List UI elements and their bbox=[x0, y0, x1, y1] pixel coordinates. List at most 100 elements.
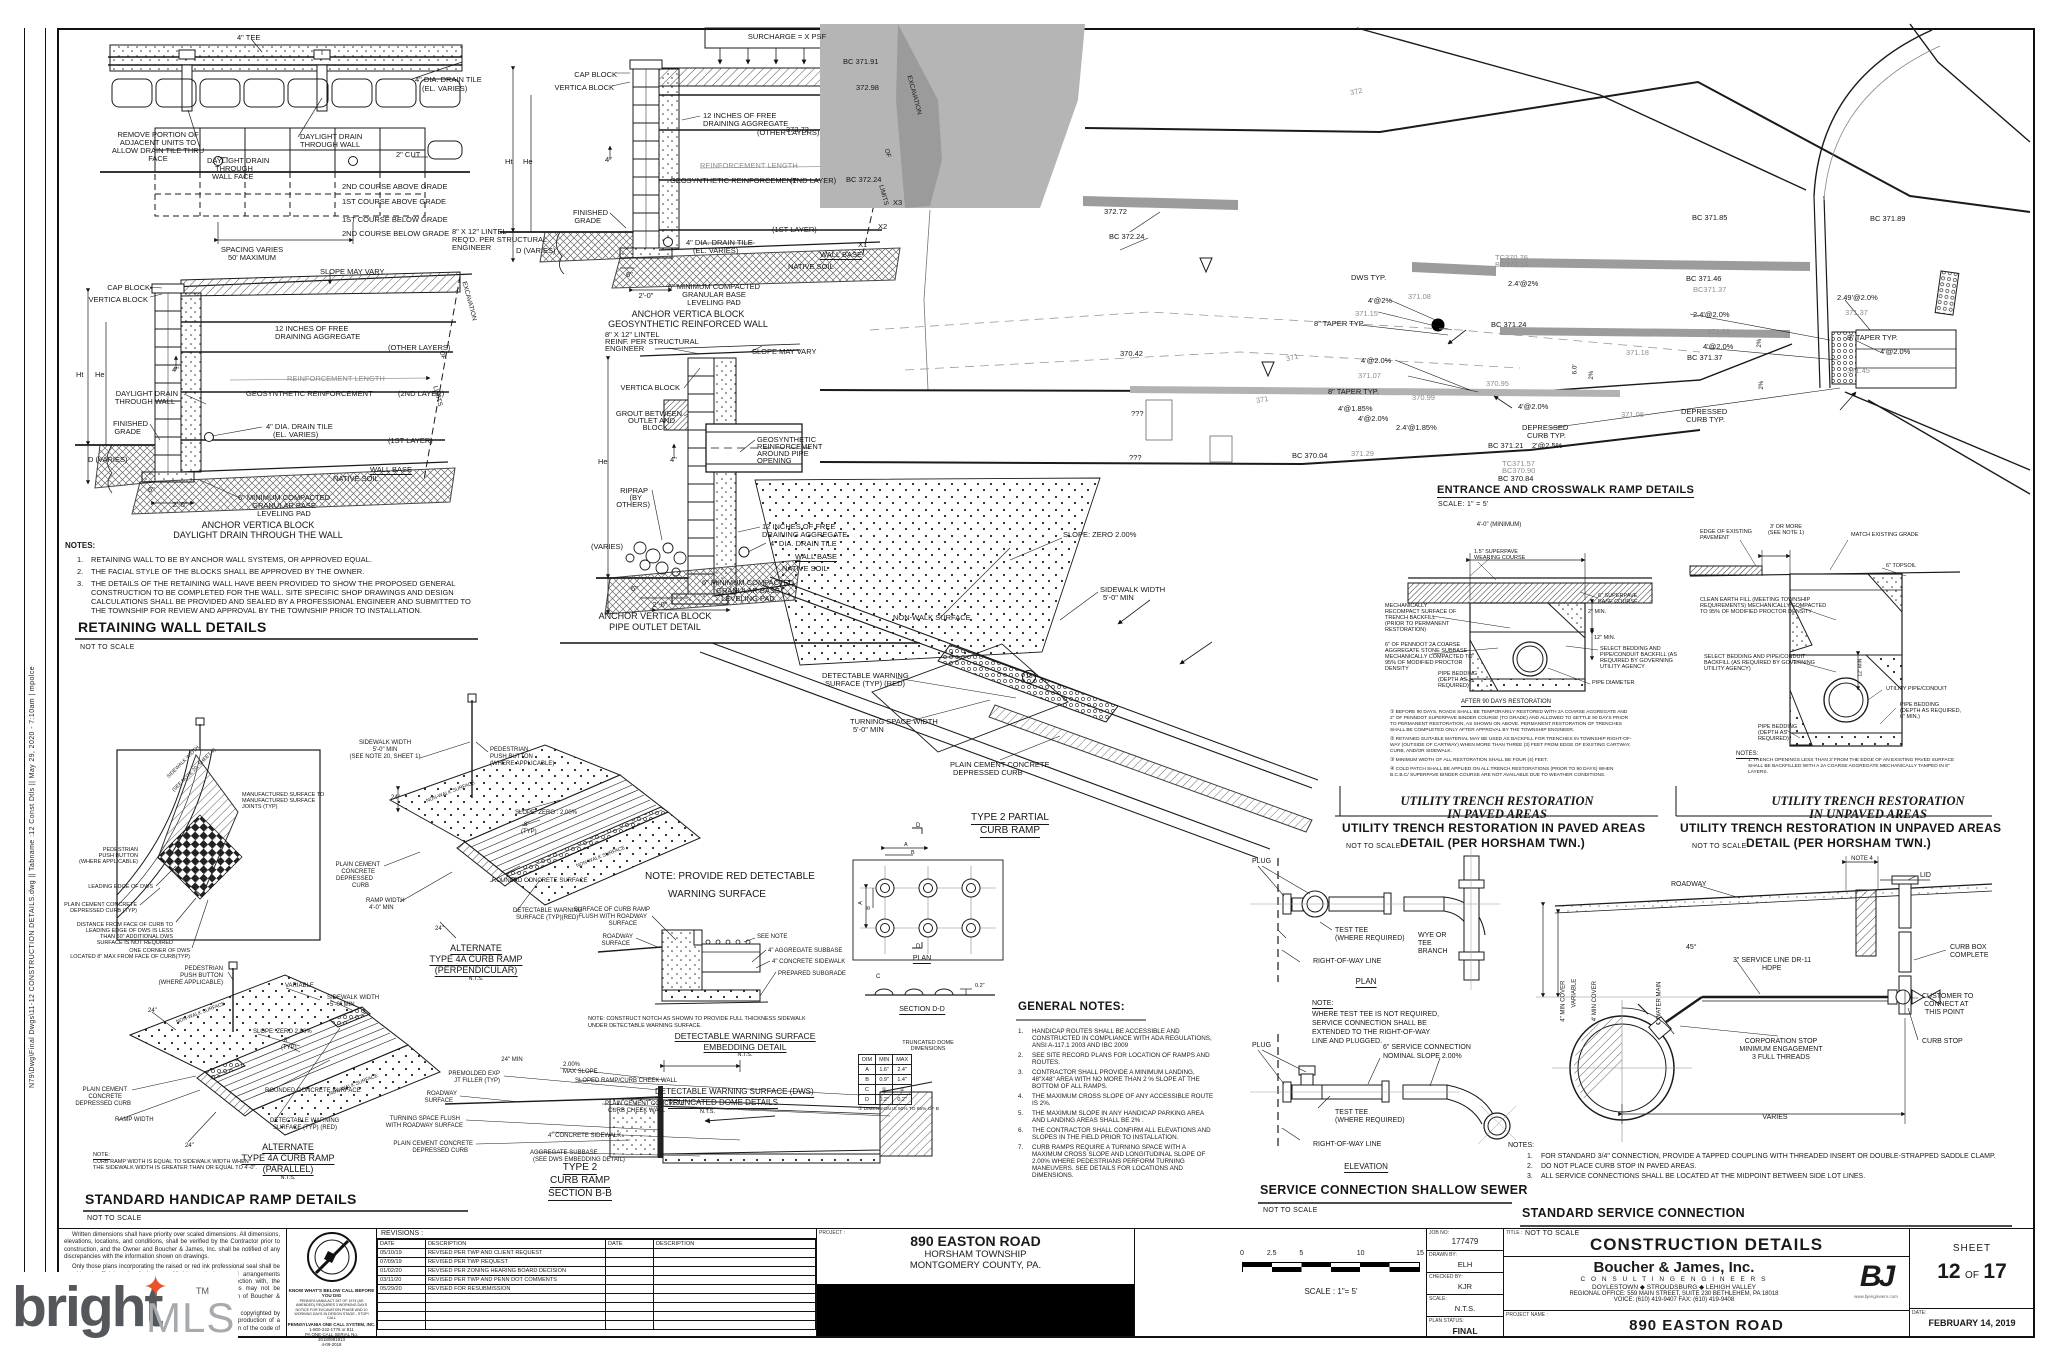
scale-value: N.T.S. bbox=[1454, 1304, 1476, 1313]
revision-cell bbox=[605, 1248, 654, 1258]
revision-row bbox=[377, 1320, 816, 1330]
revision-row bbox=[377, 1293, 816, 1303]
firm-phones: VOICE: (610) 419-9407 FAX: (610) 419-940… bbox=[1613, 1297, 1735, 1303]
dome-cell: B bbox=[857, 1074, 877, 1085]
note-item: ② RETAINED SUITABLE MATERIAL MAY BE USED… bbox=[1390, 736, 1632, 754]
note-item: 2.THE FACIAL STYLE OF THE BLOCKS SHALL B… bbox=[77, 567, 365, 576]
note-item: ③ MINIMUM WIDTH OF ALL RESTORATION SHALL… bbox=[1390, 757, 1548, 763]
checked-by: KJR bbox=[1457, 1282, 1473, 1291]
trench-unpaved-notes: 1. TRENCH OPENINGS LESS THAN 3' FROM THE… bbox=[1748, 758, 1970, 779]
dome-header-cell: DIM bbox=[857, 1054, 877, 1065]
firm-subtitle: C O N S U L T I N G E N G I N E E R S bbox=[1580, 1276, 1768, 1283]
note-item: 7.CURB RAMPS REQUIRE A TURNING SPACE WIT… bbox=[1018, 1144, 1206, 1179]
rev-date-header: DATE bbox=[377, 1239, 426, 1249]
revisions-table: DATE DESCRIPTION DATE DESCRIPTION 05/10/… bbox=[377, 1239, 816, 1330]
dome-table-title2: DIMENSIONS bbox=[910, 1046, 946, 1052]
scale-tick: 5 bbox=[1299, 1250, 1304, 1257]
revision-cell: REVISED PER TWP AND CLIENT REQUEST bbox=[425, 1248, 606, 1258]
general-notes: 1.HANDICAP ROUTES SHALL BE ACCESSIBLE AN… bbox=[1018, 1028, 1214, 1182]
dome-table-title: TRUNCATED DOME bbox=[902, 1040, 954, 1046]
revisions-block: REVISIONS : DATE DESCRIPTION DATE DESCRI… bbox=[376, 1229, 816, 1336]
revision-cell bbox=[653, 1248, 816, 1258]
revision-cell: 01/02/20 bbox=[377, 1266, 426, 1276]
firm-title-column: TITLE : CONSTRUCTION DETAILS Boucher & J… bbox=[1503, 1229, 1909, 1336]
note-item: 3.CONTRACTOR SHALL PROVIDE A MINIMUM LAN… bbox=[1018, 1069, 1200, 1090]
trench-unpaved-detail bbox=[1689, 539, 1961, 747]
trench-paved-detail bbox=[1407, 553, 1653, 692]
dome-cell: 0.2" bbox=[892, 1094, 913, 1105]
entrance-crosswalk-plan bbox=[819, 23, 2031, 495]
retaining-wall-notes: NOTES: 1.RETAINING WALL TO BE BY ANCHOR … bbox=[65, 541, 480, 618]
drain-tile-plan bbox=[100, 39, 470, 244]
graphic-scale-bar bbox=[1242, 1262, 1420, 1272]
sheet-date: FEBRUARY 14, 2019 bbox=[1928, 1318, 2016, 1328]
call-before-dig: KNOW WHAT'S BELOW CALL BEFORE YOU DIG bbox=[288, 1288, 375, 1298]
dome-header-cell: MAX bbox=[892, 1054, 913, 1065]
note-item: ④ COLD PATCH SHALL BE APPLIED ON ALL TRE… bbox=[1390, 766, 1614, 778]
project-line2: HORSHAM TOWNSHIP bbox=[924, 1249, 1027, 1260]
dws-embedding-detail bbox=[597, 915, 777, 1005]
revision-row bbox=[377, 1311, 816, 1321]
revision-cell bbox=[377, 1311, 426, 1321]
dome-table-footnote: ① DIMENSION IS 50% TO 65% OF B bbox=[858, 1107, 939, 1112]
checked-by-label: CHECKED BY: bbox=[1429, 1274, 1463, 1280]
date-label: DATE: bbox=[1912, 1310, 1927, 1316]
revision-cell bbox=[377, 1293, 426, 1303]
revision-cell bbox=[653, 1302, 816, 1312]
rev-desc-header: DESCRIPTION bbox=[425, 1239, 606, 1249]
scale-tick: 0 bbox=[1240, 1250, 1244, 1257]
notes-list: 1.FOR STANDARD 3/4" CONNECTION, PROVIDE … bbox=[1527, 1153, 1997, 1180]
one-call-fine-print: PENNSYLVANIA ACT 287 OF 1974 (AS AMENDED… bbox=[294, 1299, 369, 1321]
notes-list: 1.RETAINING WALL TO BE BY ANCHOR WALL SY… bbox=[65, 555, 480, 615]
dome-cell: C bbox=[857, 1084, 877, 1095]
revision-cell bbox=[425, 1320, 606, 1330]
one-call-phone: 1-800-242-1776 or 811 bbox=[309, 1326, 354, 1332]
dome-cell: D bbox=[857, 1094, 877, 1105]
scale-tick: 10 bbox=[1356, 1250, 1365, 1257]
drawn-by-label: DRAWN BY: bbox=[1429, 1252, 1457, 1258]
revision-row bbox=[377, 1302, 816, 1312]
pa-one-call-seal-icon bbox=[306, 1232, 357, 1282]
note-item: 6.THE CONTRACTOR SHALL CONFIRM ALL ELEVA… bbox=[1018, 1127, 1211, 1141]
truncated-dome-plan bbox=[852, 827, 1004, 996]
project-label: PROJECT : bbox=[819, 1230, 846, 1236]
one-call-serial: 20180991913 bbox=[318, 1336, 345, 1342]
rev-desc-header2: DESCRIPTION bbox=[653, 1239, 816, 1249]
scale-caption: SCALE : 1"= 5' bbox=[1304, 1287, 1358, 1296]
sheet-of: OF bbox=[1965, 1270, 1979, 1281]
job-info-column: JOB NO: 177479 DRAWN BY: ELH CHECKED BY:… bbox=[1426, 1229, 1503, 1336]
one-call-org: PENNSYLVANIA ONE CALL SYSTEM, INC. bbox=[287, 1321, 376, 1327]
dome-cell: 2.4" bbox=[892, 1064, 913, 1075]
revision-cell bbox=[425, 1293, 606, 1303]
sheet-total: 17 bbox=[1983, 1260, 2007, 1283]
revision-cell bbox=[605, 1257, 654, 1267]
revision-cell bbox=[653, 1320, 816, 1330]
redacted-block bbox=[817, 1284, 1135, 1336]
scale-tick: 15 bbox=[1416, 1250, 1424, 1257]
revision-cell: 07/09/19 bbox=[377, 1257, 426, 1267]
trench-paved-notes: ① BEFORE 90 DAYS, ROADS SHALL BE TEMPORA… bbox=[1390, 710, 1632, 782]
note-item: 3.THE DETAILS OF THE RETAINING WALL HAVE… bbox=[77, 579, 471, 615]
title-label: TITLE : bbox=[1506, 1230, 1523, 1236]
sheet-number: 12 bbox=[1937, 1260, 1961, 1283]
dome-cell: 0.2" bbox=[875, 1094, 894, 1105]
note-item: 1.HANDICAP ROUTES SHALL BE ACCESSIBLE AN… bbox=[1018, 1028, 1212, 1049]
dome-cell: ① bbox=[892, 1084, 913, 1095]
note-item: 1.RETAINING WALL TO BE BY ANCHOR WALL SY… bbox=[77, 555, 372, 564]
revision-cell bbox=[605, 1275, 654, 1285]
project-name: 890 EASTON ROAD bbox=[1629, 1317, 1784, 1334]
file-info-strip: N79\Dwg\Final Dwgs\11-12 CONSTRUCTION DE… bbox=[24, 28, 46, 1338]
revision-cell bbox=[653, 1284, 816, 1294]
notes-heading: NOTES: bbox=[65, 541, 96, 550]
